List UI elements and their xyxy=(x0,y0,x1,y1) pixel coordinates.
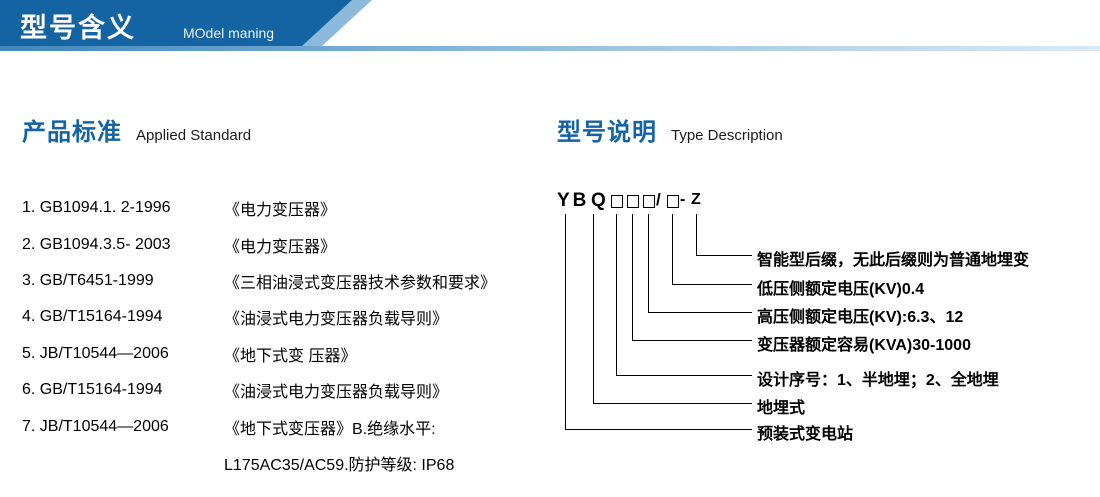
standard-title: 《地下式变 压器》 xyxy=(224,347,357,365)
connector-hline-box4 xyxy=(672,284,752,285)
model-placeholder-box-2 xyxy=(627,195,639,208)
model-prefix: YB xyxy=(557,190,590,211)
type-description-heading-en: Type Description xyxy=(671,127,783,144)
model-label-buried: 地埋式 xyxy=(757,400,806,417)
model-label-suffix: 智能型后缀，无此后缀则为普通地埋变 xyxy=(757,252,1030,269)
model-label-hv: 高压侧额定电压(KV):6.3、12 xyxy=(757,309,964,326)
banner-divider-strip xyxy=(0,46,1100,51)
model-dash: - xyxy=(680,191,686,208)
standard-title: 《油浸式电力变压器负载导则》 xyxy=(224,311,449,329)
model-label-prefab: 预装式变电站 xyxy=(757,426,854,443)
model-suffix: Z xyxy=(691,191,701,208)
standard-title: 《油浸式电力变压器负载导则》 xyxy=(224,384,449,402)
standard-code: 6. GB/T15164-1994 xyxy=(22,381,163,399)
standard-code: 7. JB/T10544—2006 xyxy=(22,417,169,435)
connector-vline-suffix xyxy=(696,214,697,255)
standard-item: 7. JB/T10544—2006 《地下式变压器》B.绝缘水平: xyxy=(22,408,547,444)
standard-title: 《电力变压器》 xyxy=(224,202,337,220)
model-slash: / xyxy=(656,190,661,209)
standard-title: 《电力变压器》 xyxy=(224,238,337,256)
standard-item: 4. GB/T15164-1994 《油浸式电力变压器负载导则》 xyxy=(22,299,547,335)
connector-hline-box1 xyxy=(616,375,752,376)
standards-list: 1. GB1094.1. 2-1996 《电力变压器》 2. GB1094.3.… xyxy=(22,190,547,481)
model-placeholder-box-4 xyxy=(667,195,679,208)
type-description-heading-cn: 型号说明 xyxy=(557,119,657,146)
standard-item: 2. GB1094.3.5- 2003 《电力变压器》 xyxy=(22,226,547,262)
connector-hline-suffix xyxy=(696,255,752,256)
banner-bar xyxy=(0,0,352,46)
page-title: 型号含义 xyxy=(20,13,136,43)
connector-vline-box1 xyxy=(616,214,617,375)
standard-title: 《三相油浸式变压器技术参数和要求》 xyxy=(224,274,497,292)
model-placeholder-box-3 xyxy=(643,195,655,208)
standard-item: 6. GB/T15164-1994 《油浸式电力变压器负载导则》 xyxy=(22,372,547,408)
model-label-capacity: 变压器额定容易(KVA)30-1000 xyxy=(757,337,971,354)
connector-vline-yb xyxy=(565,214,566,429)
type-description-heading: 型号说明 Type Description xyxy=(557,112,783,147)
connector-vline-box2 xyxy=(632,214,633,340)
connector-hline-yb xyxy=(565,429,752,430)
standard-code: 4. GB/T15164-1994 xyxy=(22,308,163,326)
standard-item: 5. JB/T10544—2006 《地下式变 压器》 xyxy=(22,336,547,372)
model-type-letter: Q xyxy=(591,190,606,211)
model-label-design: 设计序号：1、半地埋；2、全地埋 xyxy=(757,372,999,389)
applied-standard-heading-en: Applied Standard xyxy=(136,127,252,144)
standard-item-continuation: L175AC35/AC59.防护等级: IP68 xyxy=(224,456,455,474)
connector-vline-box3 xyxy=(648,214,649,312)
connector-hline-box3 xyxy=(648,312,752,313)
connector-vline-q xyxy=(593,214,594,403)
applied-standard-heading: 产品标准 Applied Standard xyxy=(22,112,251,147)
model-label-lv: 低压侧额定电压(KV)0.4 xyxy=(757,281,925,298)
model-placeholder-box-1 xyxy=(611,195,623,208)
applied-standard-heading-cn: 产品标准 xyxy=(22,119,122,146)
connector-hline-box2 xyxy=(632,340,752,341)
standard-code: 3. GB/T6451-1999 xyxy=(22,271,154,289)
standard-item: 3. GB/T6451-1999 《三相油浸式变压器技术参数和要求》 xyxy=(22,263,547,299)
connector-hline-q xyxy=(593,403,752,404)
model-code-diagram: YB Q / - Z 智能型后缀，无此后缀则为普通地埋变 低压侧额定电压(KV)… xyxy=(557,190,1092,455)
standard-code: 2. GB1094.3.5- 2003 xyxy=(22,235,171,253)
page-subtitle: MOdel maning xyxy=(183,25,275,41)
standard-code: 1. GB1094.1. 2-1996 xyxy=(22,199,171,217)
standard-code: 5. JB/T10544—2006 xyxy=(22,344,169,362)
standard-item: 1. GB1094.1. 2-1996 《电力变压器》 xyxy=(22,190,547,226)
connector-vline-box4 xyxy=(672,214,673,284)
standard-title: 《地下式变压器》B.绝缘水平: xyxy=(224,420,436,438)
